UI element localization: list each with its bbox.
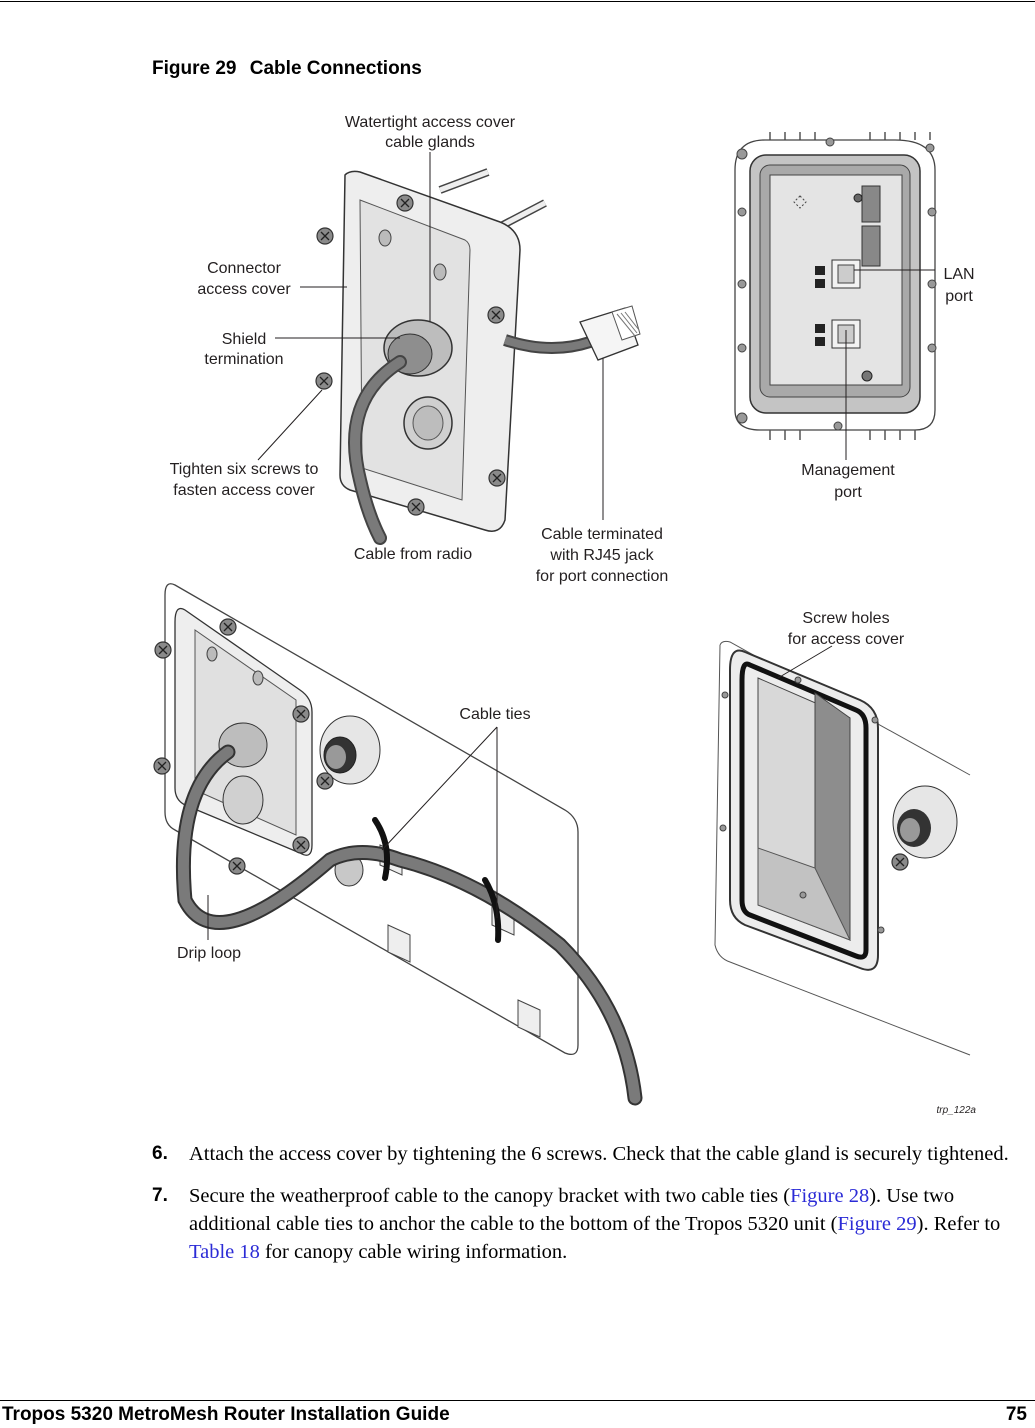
label-tighten-2: fasten access cover (173, 482, 315, 499)
step-text-c: ). Refer to (916, 1213, 1001, 1235)
header-rule (0, 1, 1035, 2)
label-lan-1: LAN (943, 266, 974, 283)
router-port-panel (734, 132, 937, 440)
access-cover-assembly (315, 168, 641, 545)
step-6: 6. Attach the access cover by tightening… (152, 1140, 1022, 1168)
step-text-d: for canopy cable wiring information. (259, 1241, 568, 1263)
label-screw-holes-1: Screw holes (802, 610, 889, 627)
figure-title: Cable Connections (249, 58, 422, 79)
instruction-steps: 6. Attach the access cover by tightening… (152, 1140, 1022, 1280)
label-mgmt-2: port (834, 484, 862, 501)
label-mgmt-1: Management (801, 462, 895, 479)
label-shield-1: Shield (222, 331, 266, 348)
label-watertight-2: cable glands (385, 134, 475, 151)
footer-rule (0, 1400, 1035, 1401)
link-table-18[interactable]: Table 18 (189, 1241, 260, 1263)
label-cable-from-radio: Cable from radio (354, 546, 472, 563)
mounting-plate-assembly (153, 583, 643, 1106)
link-figure-29[interactable]: Figure 29 (837, 1213, 917, 1235)
leader-lines (207, 152, 935, 940)
footer-title: Tropos 5320 MetroMesh Router Installatio… (2, 1404, 450, 1425)
label-watertight-1: Watertight access cover (345, 114, 516, 131)
page-number: 75 (1005, 1404, 1027, 1425)
step-7: 7. Secure the weatherproof cable to the … (152, 1182, 1022, 1266)
cable-connections-illustration: Watertight access cover cable glands Con… (153, 114, 977, 1116)
label-connector-2: access cover (197, 281, 291, 298)
label-tighten-1: Tighten six screws to (170, 461, 319, 478)
label-connector-1: Connector (207, 260, 281, 277)
figure-number: Figure 29 (152, 58, 237, 79)
label-shield-2: termination (204, 351, 283, 368)
figure-caption: Figure 29 Cable Connections (152, 58, 422, 80)
label-lan-2: port (945, 288, 973, 305)
step-text: Attach the access cover by tightening th… (189, 1143, 1009, 1165)
access-opening-view (714, 640, 971, 1056)
figure-tag: trp_122a (937, 1105, 977, 1116)
label-screw-holes-2: for access cover (788, 631, 905, 648)
link-figure-28[interactable]: Figure 28 (790, 1185, 870, 1207)
step-text-a: Secure the weatherproof cable to the can… (189, 1185, 791, 1207)
label-drip-loop: Drip loop (177, 945, 241, 962)
step-number: 6. (152, 1143, 168, 1164)
label-rj45-1: Cable terminated (541, 526, 663, 543)
step-text-b: ). Use two additional cable ties to anch… (189, 1185, 955, 1235)
label-rj45-3: for port connection (536, 568, 669, 585)
label-rj45-2: with RJ45 jack (549, 547, 654, 564)
step-number: 7. (152, 1185, 168, 1206)
label-cable-ties: Cable ties (459, 706, 530, 723)
